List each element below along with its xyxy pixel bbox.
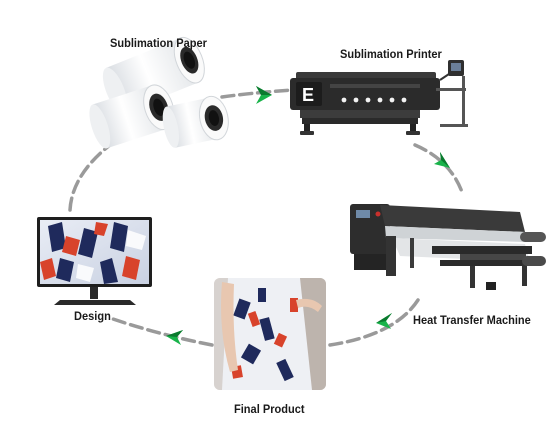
arrow-icon [256, 86, 272, 104]
path-design-to-paper [68, 143, 112, 212]
label-final-product: Final Product [234, 402, 305, 416]
label-design: Design [74, 309, 111, 323]
arrow-icon [166, 330, 183, 345]
path-final-to-design [108, 316, 214, 347]
heat-transfer-machine-illustration [350, 204, 546, 290]
label-sublimation-paper: Sublimation Paper [110, 36, 207, 50]
path-paper-to-printer [220, 88, 294, 99]
label-heat-transfer-machine: Heat Transfer Machine [413, 313, 531, 327]
path-printer-to-heat [413, 143, 464, 194]
paper-rolls-illustration [89, 36, 229, 149]
sublimation-printer-illustration: E [290, 60, 468, 135]
arrow-icon [376, 313, 392, 329]
path-heat-to-final [328, 298, 420, 347]
arrow-icon [434, 152, 450, 168]
design-monitor-illustration [37, 217, 152, 305]
printer-logo: E [302, 85, 314, 105]
label-sublimation-printer: Sublimation Printer [340, 47, 442, 61]
final-product-photo [214, 278, 326, 390]
